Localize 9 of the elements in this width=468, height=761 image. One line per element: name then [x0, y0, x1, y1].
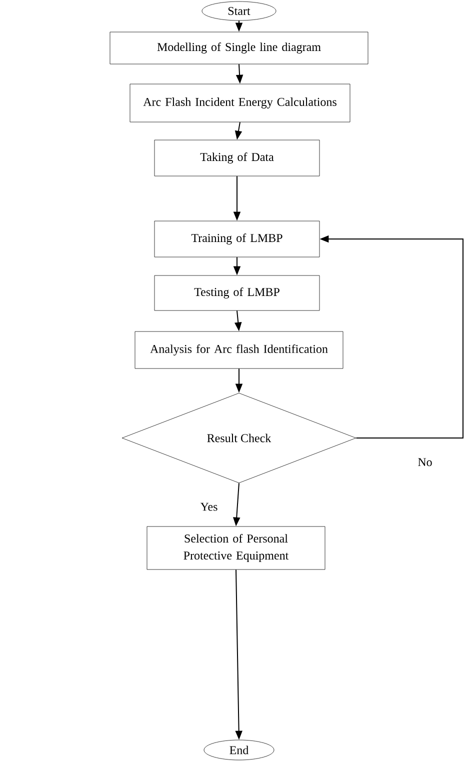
edge-label: No	[418, 458, 432, 466]
process-box: Modelling of Single line diagram	[110, 32, 368, 64]
process-box: Selection of Personal Protective Equipment	[146, 526, 326, 570]
process-box: Analysis for Arc flash Identification	[134, 331, 344, 369]
process-box: Taking of Data	[154, 140, 320, 176]
process-box: Training of LMBP	[154, 220, 320, 258]
edge-label: Yes	[200, 502, 218, 511]
process-box: Arc Flash Incident Energy Calculations	[130, 84, 350, 122]
process-box: Testing of LMBP	[154, 275, 320, 311]
